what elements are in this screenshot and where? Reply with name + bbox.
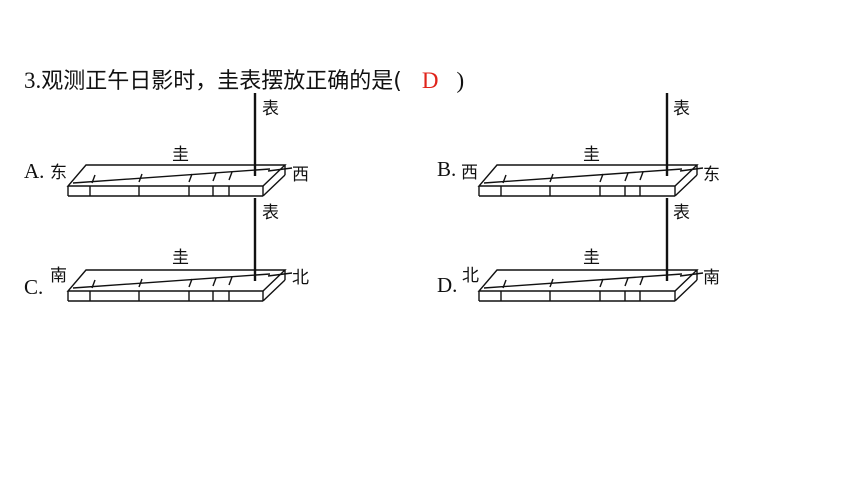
option-a-left-direction: 东 (50, 163, 67, 183)
option-a-letter: A. (24, 159, 44, 183)
question-text: 观测正午日影时，圭表摆放正确的是( (41, 69, 402, 94)
option-d-letter: D. (437, 273, 457, 297)
option-d-left-direction: 北 (462, 266, 479, 286)
option-d-biao-label: 表 (673, 203, 690, 223)
option-a-biao-label: 表 (262, 99, 279, 119)
question-number: 3. (24, 68, 42, 93)
option-a-gui-label: 圭 (172, 145, 189, 165)
option-a-figure: A. 东 表 圭 西 (24, 93, 309, 197)
option-b-right-direction: 东 (703, 165, 720, 185)
option-c-gui-label: 圭 (172, 248, 189, 268)
option-c-right-direction: 北 (292, 268, 309, 288)
option-b-left-direction: 西 (461, 163, 478, 183)
option-b-letter: B. (437, 157, 456, 181)
option-c-biao-label: 表 (262, 203, 279, 223)
option-d-figure: D. 北 表 圭 南 (437, 198, 720, 302)
option-a-gui-ruler (66, 164, 293, 197)
answer-letter: D (421, 68, 439, 93)
option-c-gui-ruler (66, 269, 293, 302)
option-d-gui-ruler (477, 269, 704, 302)
question-stem: 3.观测正午日影时，圭表摆放正确的是( D) (24, 66, 464, 97)
option-d-right-direction: 南 (703, 268, 720, 288)
option-c-letter: C. (24, 275, 43, 299)
option-a-right-direction: 西 (292, 165, 309, 185)
option-d-gui-label: 圭 (583, 248, 600, 268)
option-b-biao-label: 表 (673, 99, 690, 119)
option-b-gui-label: 圭 (583, 145, 600, 165)
option-c-left-direction: 南 (50, 266, 67, 286)
close-paren: ) (456, 68, 465, 93)
option-b-figure: B. 西 表 圭 东 (437, 93, 720, 197)
option-b-gui-ruler (477, 164, 704, 197)
option-c-figure: C. 南 表 圭 北 (24, 198, 309, 302)
